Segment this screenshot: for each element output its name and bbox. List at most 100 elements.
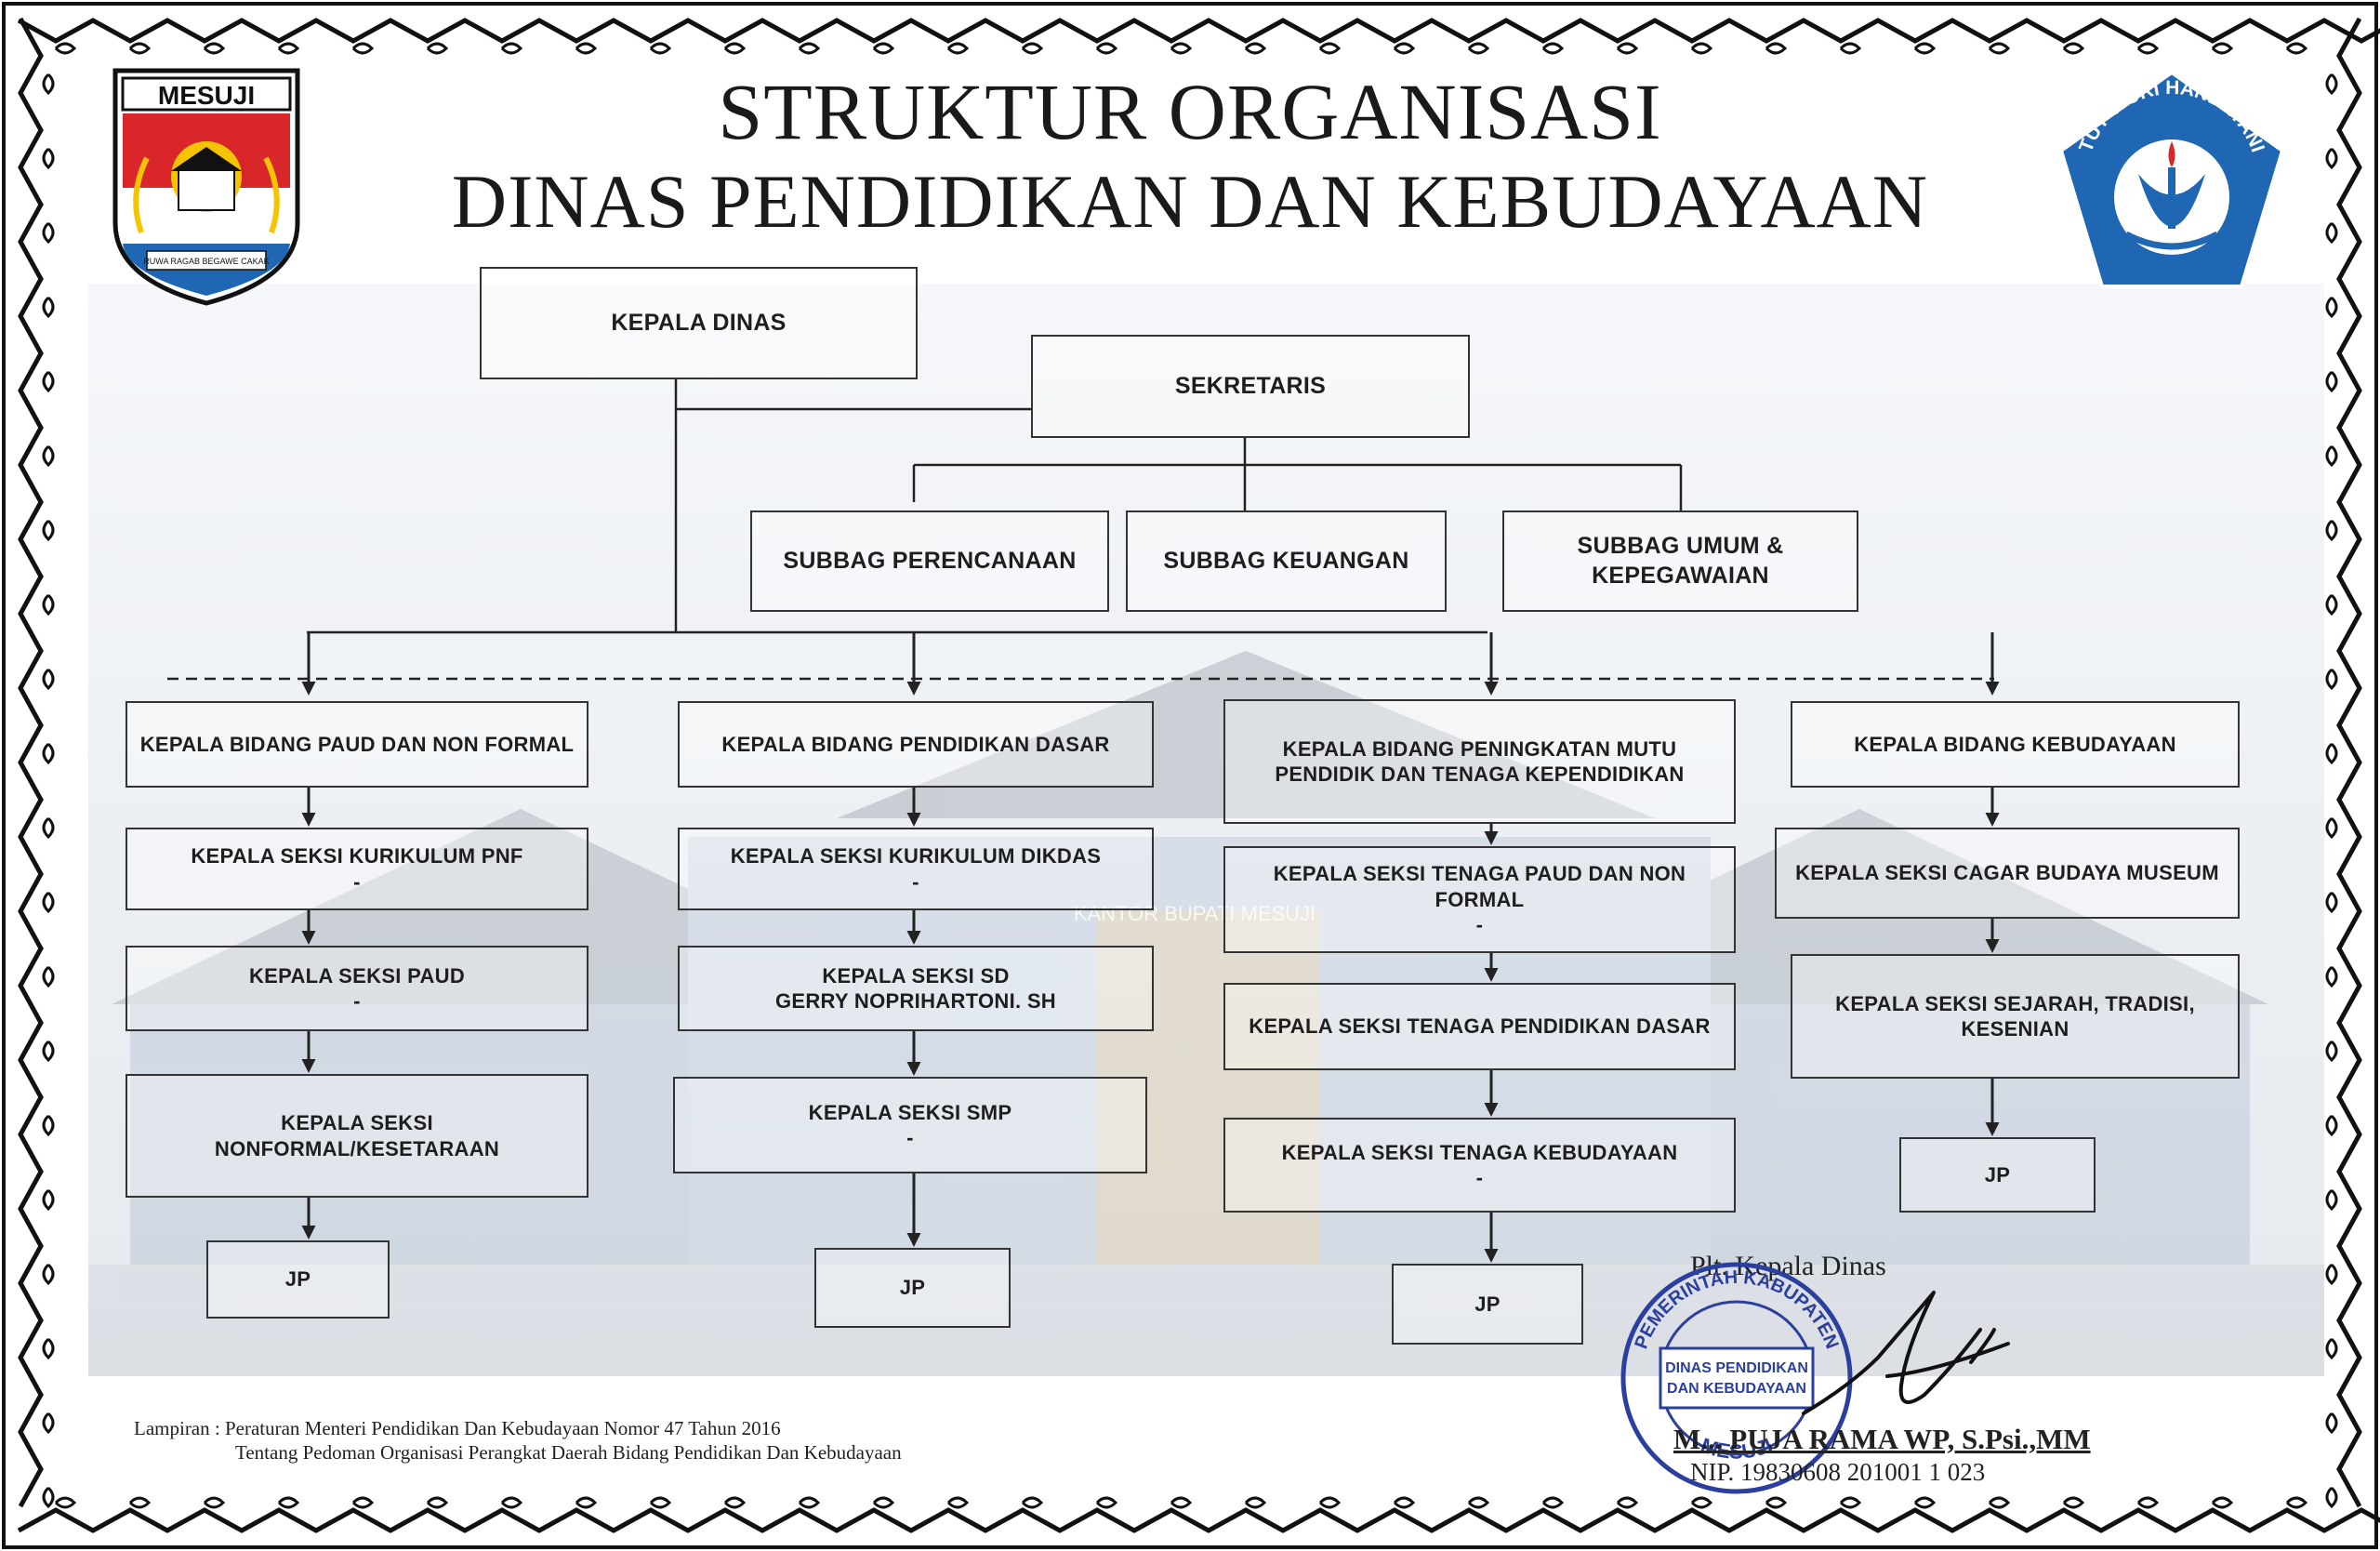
frame-motif <box>2325 147 2338 170</box>
seksi-kurikulum-pnf-box: KEPALA SEKSI KURIKULUM PNF - <box>126 828 588 910</box>
frame-motif <box>1021 42 1044 55</box>
seksi-smp-box: KEPALA SEKSI SMP - <box>673 1077 1147 1173</box>
seksi-label: KEPALA SEKSI PAUD - <box>248 963 466 1014</box>
frame-motif <box>2325 891 2338 914</box>
logo-left-motto: RUWA RAGAB BEGAWE CAKAK <box>143 257 269 266</box>
frame-motif <box>2211 1496 2234 1509</box>
frame-motif <box>1913 1496 1937 1509</box>
frame-motif <box>426 1496 449 1509</box>
frame-motif <box>500 42 523 55</box>
frame-motif <box>1839 42 1862 55</box>
frame-motif <box>1839 1496 1862 1509</box>
frame-motif <box>2062 1496 2085 1509</box>
frame-motif <box>426 42 449 55</box>
bidang-kebudayaan-box: KEPALA BIDANG KEBUDAYAAN <box>1791 701 2240 788</box>
seksi-label: KEPALA SEKSI NONFORMAL/KESETARAAN <box>214 1111 500 1160</box>
kepala-dinas-box: KEPALA DINAS <box>480 267 918 379</box>
handwritten-signature <box>1802 1291 2010 1415</box>
frame-motif <box>1318 1496 1342 1509</box>
frame-motif <box>128 42 152 55</box>
frame-motif <box>1541 42 1565 55</box>
frame-motif <box>42 891 55 914</box>
frame-motif <box>2136 42 2160 55</box>
frame-motif <box>2211 42 2234 55</box>
sekretaris-label: SEKRETARIS <box>1174 372 1327 399</box>
frame-motif <box>42 221 55 245</box>
subbag-keuangan-box: SUBBAG KEUANGAN <box>1126 510 1447 612</box>
page-subtitle: DINAS PENDIDIKAN DAN KEBUDAYAAN <box>451 159 1929 244</box>
frame-motif <box>42 1114 55 1137</box>
frame-motif <box>1467 1496 1490 1509</box>
frame-motif <box>203 42 226 55</box>
jp-box-3: JP <box>1392 1264 1583 1345</box>
frame-motif <box>351 1496 375 1509</box>
footer-line-1: Lampiran : Peraturan Menteri Pendidikan … <box>134 1417 781 1439</box>
frame-motif <box>723 1496 747 1509</box>
frame-motif <box>798 42 821 55</box>
frame-motif <box>1095 1496 1118 1509</box>
jp-box-2: JP <box>814 1248 1011 1328</box>
bidang-paud-label: KEPALA BIDANG PAUD DAN NON FORMAL <box>139 732 575 756</box>
frame-motif <box>946 42 970 55</box>
jp-label: JP <box>1984 1162 2011 1186</box>
frame-motif <box>1690 1496 1713 1509</box>
frame-motif <box>1318 42 1342 55</box>
subbag-perencanaan-label: SUBBAG PERENCANAAN <box>783 547 1077 574</box>
seksi-sd-box: KEPALA SEKSI SD GERRY NOPRIHARTONI. SH <box>678 946 1154 1031</box>
frame-motif <box>575 1496 598 1509</box>
frame-motif <box>575 42 598 55</box>
frame-motif <box>2325 221 2338 245</box>
page-title: STRUKTUR ORGANISASI <box>718 67 1662 156</box>
seksi-label: KEPALA SEKSI CAGAR BUDAYA MUSEUM <box>1795 861 2219 885</box>
frame-motif <box>1765 42 1788 55</box>
frame-motif <box>42 519 55 542</box>
frame-motif <box>1765 1496 1788 1509</box>
frame-motif <box>1913 42 1937 55</box>
kepala-dinas-label: KEPALA DINAS <box>611 309 787 336</box>
frame-motif <box>1095 42 1118 55</box>
seksi-tenaga-paud-box: KEPALA SEKSI TENAGA PAUD DAN NON FORMAL … <box>1223 846 1736 953</box>
bidang-kebudayaan-label: KEPALA BIDANG KEBUDAYAAN <box>1854 732 2176 756</box>
jp-label: JP <box>899 1276 926 1300</box>
frame-motif <box>2325 1337 2338 1360</box>
frame-motif <box>2325 668 2338 691</box>
frame-motif <box>1021 1496 1044 1509</box>
seksi-kurikulum-dikdas-box: KEPALA SEKSI KURIKULUM DIKDAS - <box>678 828 1154 910</box>
frame-motif <box>42 1337 55 1360</box>
signature-name: M... PUJA RAMA WP, S.Psi.,MM <box>1673 1423 2091 1455</box>
frame-motif <box>2325 370 2338 393</box>
seksi-label: KEPALA SEKSI SEJARAH, TRADISI, KESENIAN <box>1835 991 2195 1041</box>
seksi-label: KEPALA SEKSI SMP - <box>808 1100 1012 1150</box>
frame-motif <box>42 1188 55 1212</box>
frame-motif <box>2325 1263 2338 1286</box>
seksi-label: KEPALA SEKSI KURIKULUM PNF - <box>191 844 523 894</box>
frame-motif <box>1393 1496 1416 1509</box>
seksi-nonformal-box: KEPALA SEKSI NONFORMAL/KESETARAAN <box>126 1074 588 1198</box>
frame-right-zigzag <box>2336 17 2362 1508</box>
frame-motif <box>649 42 672 55</box>
logo-left-text: MESUJI <box>158 81 255 110</box>
seksi-label: KEPALA SEKSI TENAGA PAUD DAN NON FORMAL … <box>1273 862 1686 937</box>
frame-motif <box>277 42 300 55</box>
seksi-label: KEPALA SEKSI KURIKULUM DIKDAS - <box>730 844 1102 894</box>
frame-motif <box>203 1496 226 1509</box>
frame-motif <box>2325 965 2338 988</box>
frame-motif <box>1244 1496 1267 1509</box>
frame-motif <box>1170 1496 1193 1509</box>
bidang-peningkatan-mutu-box: KEPALA BIDANG PENINGKATAN MUTU PENDIDIK … <box>1223 699 1736 824</box>
signature-nip: NIP. 19830608 201001 1 023 <box>1690 1458 1986 1486</box>
frame-motif <box>2325 1412 2338 1435</box>
frame-bottom-zigzag <box>17 1507 2380 1533</box>
frame-motif <box>2325 593 2338 616</box>
frame-motif <box>42 593 55 616</box>
frame-motif <box>2325 1188 2338 1212</box>
subbag-perencanaan-box: SUBBAG PERENCANAAN <box>750 510 1109 612</box>
official-stamp: PEMERINTAH KABUPATEN MESUJI DINAS PENDID… <box>1620 1262 1853 1494</box>
frame-motif <box>54 1496 77 1509</box>
frame-motif <box>42 742 55 765</box>
tut-wuri-handayani-logo: TUT WURI HANDAYANI <box>2058 70 2285 288</box>
